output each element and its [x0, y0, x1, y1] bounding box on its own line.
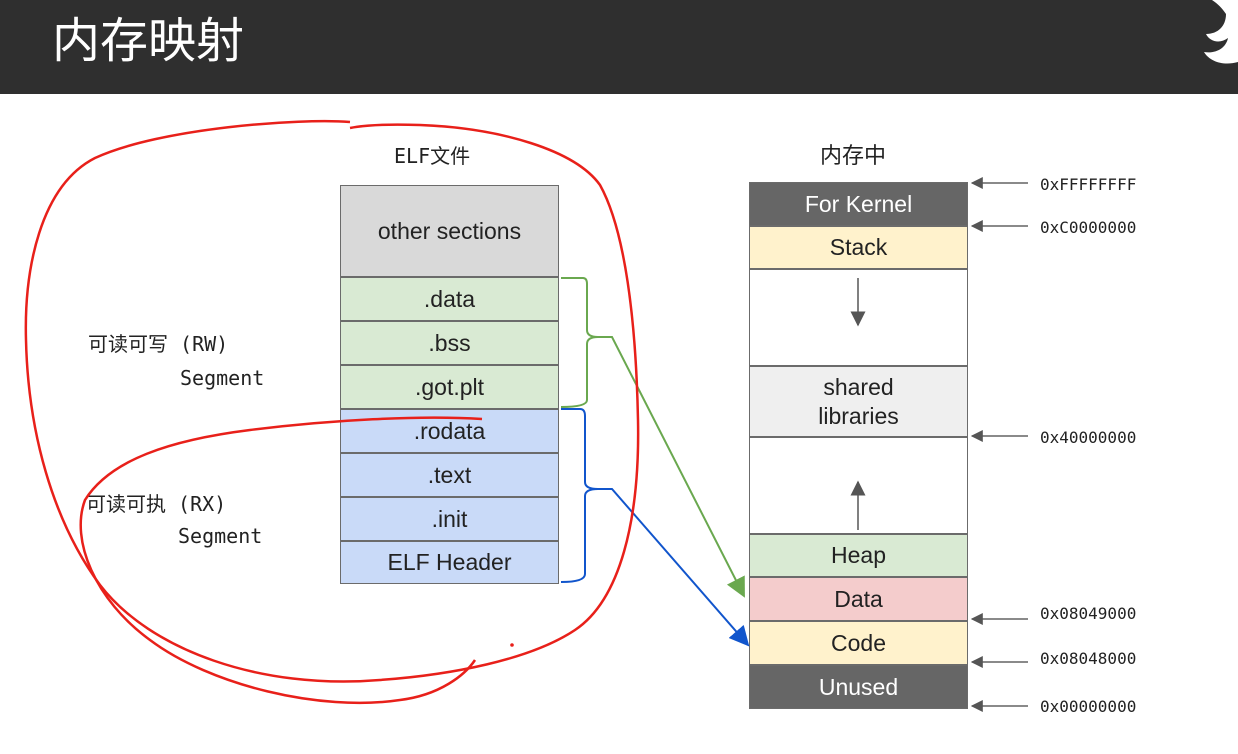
- rw-segment-label: 可读可写 (RW): [88, 332, 229, 356]
- red-annotation-outer-loop: [24, 119, 640, 683]
- elf-section-bss: .bss: [340, 321, 559, 365]
- page-title: 内存映射: [52, 13, 245, 69]
- elf-section-rodata: .rodata: [340, 409, 559, 453]
- red-annotation-inner-loop: [79, 416, 483, 705]
- mem-block-code: Code: [749, 621, 968, 665]
- mem-block-stack: Stack: [749, 226, 968, 269]
- address-label: 0xFFFFFFFF: [1040, 175, 1137, 194]
- memory-heading: 内存中: [820, 144, 887, 169]
- address-label: 0xC0000000: [1040, 218, 1137, 237]
- rx-segment-sublabel: Segment: [178, 524, 263, 548]
- rx-brace: [560, 408, 599, 583]
- address-label: 0x08048000: [1040, 649, 1137, 668]
- title-bar: 内存映射: [0, 0, 1238, 94]
- rx-mapping-arrow: [598, 488, 750, 647]
- mem-block-unused: Unused: [749, 665, 968, 709]
- rw-segment-sublabel: Segment: [180, 366, 265, 390]
- elf-section-other: other sections: [340, 185, 559, 277]
- elf-section-data: .data: [340, 277, 559, 321]
- mem-block-data: Data: [749, 577, 968, 621]
- rx-segment-label: 可读可执 (RX): [86, 492, 227, 516]
- rw-brace: [560, 277, 599, 408]
- logo-icon: [1204, 0, 1238, 64]
- elf-section-got-plt: .got.plt: [340, 365, 559, 409]
- rw-mapping-arrow: [598, 336, 745, 598]
- elf-section-header: ELF Header: [340, 541, 559, 584]
- address-label: 0x40000000: [1040, 428, 1137, 447]
- elf-heading: ELF文件: [394, 144, 471, 168]
- elf-section-init: .init: [340, 497, 559, 541]
- address-label: 0x08049000: [1040, 604, 1137, 623]
- mem-block-heap: Heap: [749, 534, 968, 577]
- address-label: 0x00000000: [1040, 697, 1137, 716]
- red-annotation-dot: [510, 643, 514, 647]
- elf-section-text: .text: [340, 453, 559, 497]
- mem-block-shared-libraries: shared libraries: [749, 366, 968, 437]
- mem-block-kernel: For Kernel: [749, 182, 968, 226]
